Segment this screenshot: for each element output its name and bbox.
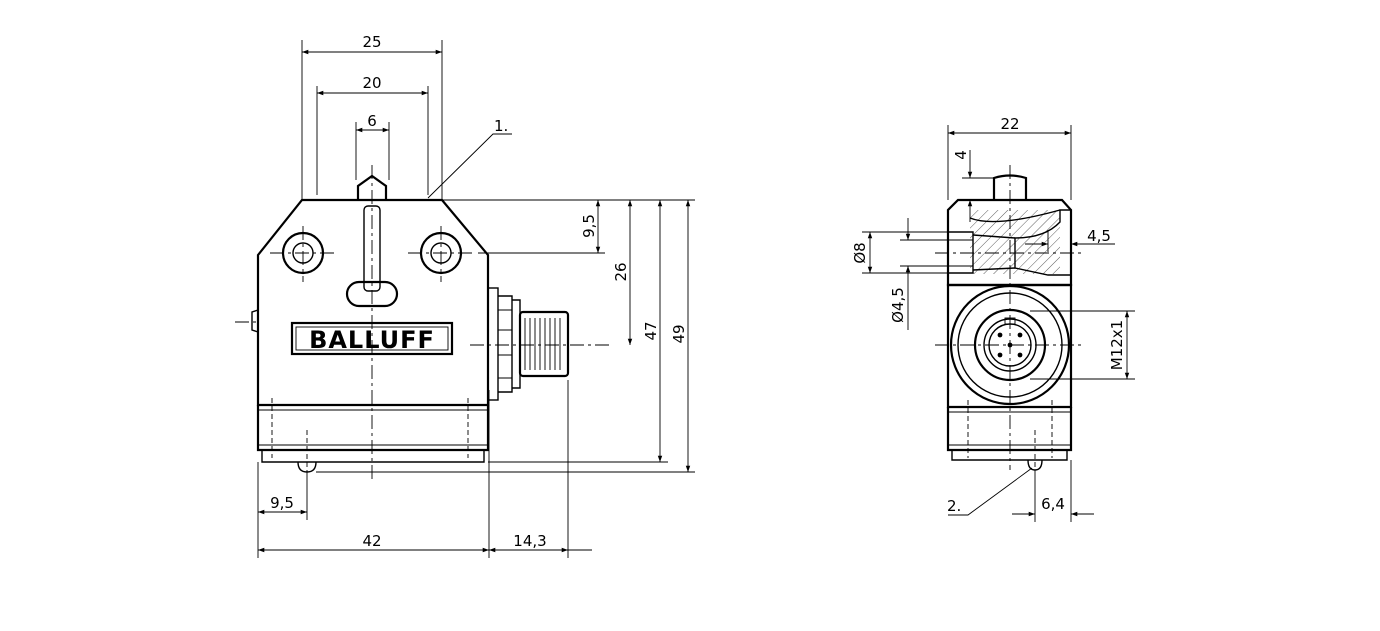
front-connector	[487, 287, 570, 401]
dim-26: 26	[612, 262, 630, 281]
dim-14-3: 14,3	[513, 532, 546, 550]
dim-m12x1: M12x1	[1108, 320, 1126, 370]
front-base	[256, 405, 490, 452]
callout-1: 1.	[494, 117, 508, 135]
dim-9-5-bottom: 9,5	[270, 494, 294, 512]
front-dimensions: 25 20 6 1. 9,5 26 47 49 9,5 42 14,3	[257, 33, 695, 558]
dim-47: 47	[642, 321, 660, 340]
dim-49: 49	[670, 324, 688, 343]
dim-4-5: 4,5	[1087, 227, 1111, 245]
dim-9-5-top: 9,5	[580, 214, 598, 238]
brand-logo-text: BALLUFF	[309, 326, 435, 354]
dim-dia-4-5: Ø4,5	[889, 287, 907, 323]
side-view	[935, 165, 1085, 471]
front-body-outline	[256, 198, 490, 407]
dim-dia-8: Ø8	[851, 242, 869, 263]
dim-4: 4	[952, 150, 970, 160]
dim-25: 25	[362, 33, 381, 51]
front-view: BALLUFF	[235, 165, 610, 480]
dim-22: 22	[1000, 115, 1019, 133]
left-tab	[251, 309, 259, 333]
dim-6: 6	[367, 112, 377, 130]
plunger-window	[345, 280, 399, 308]
callout-2: 2.	[947, 497, 961, 515]
dim-6-4: 6,4	[1041, 495, 1065, 513]
dim-20: 20	[362, 74, 381, 92]
side-base	[946, 407, 1073, 452]
side-dimensions: 22 4 Ø8 Ø4,5 4,5 M12x1 2. 6,4	[851, 115, 1135, 522]
dim-42: 42	[362, 532, 381, 550]
